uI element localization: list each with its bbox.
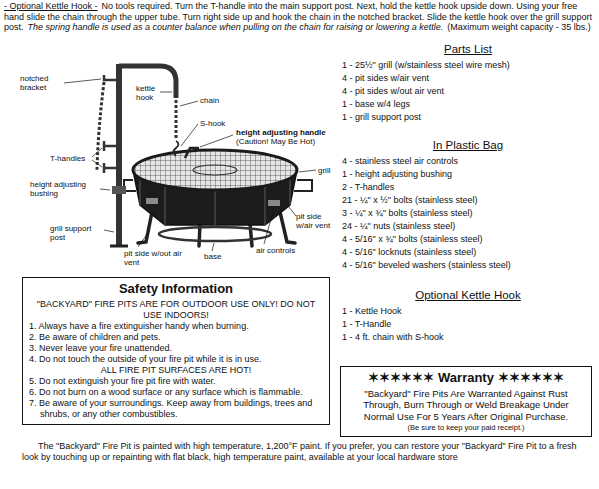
side-handle [294, 180, 312, 191]
part-label: air controls [256, 246, 295, 255]
leader-line [104, 230, 114, 232]
warranty-text: "Backyard" Fire Pits Are Warranted Again… [347, 388, 585, 423]
list-item: 1 - Kettle Hook [340, 305, 596, 318]
panel-seam [140, 180, 141, 205]
part-label: base [204, 252, 221, 261]
safety-item: 3. Never leave your fire unattended. [29, 343, 323, 354]
height-adjusting-handle [185, 148, 199, 158]
s-hook [174, 141, 179, 156]
list-item: 4 - pit sides w/air vent [340, 72, 596, 85]
part-label: grill support post [50, 224, 104, 242]
leader-line [100, 189, 110, 190]
part-label: grill [318, 166, 330, 175]
part-label: kettle hook [136, 84, 166, 102]
list-item: 1 - height adjusting bushing [340, 168, 596, 181]
pit-leg [138, 212, 152, 243]
leader-line [92, 160, 102, 167]
safety-item: 5. Do not extinguish your fire pit fire … [29, 376, 323, 387]
list-item: 1 - 4 ft. chain with S-hook [340, 331, 596, 344]
leader-line [138, 230, 150, 247]
part-label: (Caution! May Be Hot) [236, 137, 315, 146]
leader-line [92, 148, 102, 157]
list-heading: Optional Kettle Hook [340, 288, 596, 303]
t-handle [104, 163, 116, 173]
panel-seam [215, 190, 216, 225]
box-title: Safety Information [29, 281, 323, 297]
safety-item: 1. Always have a fire extinguisher handy… [29, 321, 323, 332]
paint-note: The "Backyard" Fire Pit is painted with … [22, 441, 592, 463]
pit-leg [250, 224, 252, 246]
leader-line [180, 101, 198, 106]
receipt-note: (Be sure to keep your paid receipt.) [347, 423, 585, 432]
safety-item: 6. Do not burn on a wood surface or any … [29, 387, 323, 398]
info-box: Safety Information "BACKYARD" FIRE PITS A… [22, 277, 330, 425]
leader-line [181, 124, 198, 146]
list-item: 3 - ¼" x ¾" bolts (stainless steel) [340, 207, 596, 220]
list-item: 1 - base w/4 legs [340, 98, 596, 111]
part-label: notched bracket [20, 74, 64, 92]
part-label: S-hook [200, 119, 225, 128]
list-item: 4 - 5/16" x ¾" bolts (stainless steel) [340, 233, 596, 246]
list-item: 24 - ¼" nuts (stainless steel) [340, 220, 596, 233]
warning-text: "BACKYARD" FIRE PITS ARE FOR OUTDOOR USE… [29, 299, 323, 321]
leader-line [212, 243, 214, 251]
list-item: 4 - 5/16" locknuts (stainless steel) [340, 246, 596, 259]
instruction-note: The spring handle is used as a counter b… [28, 22, 444, 32]
height-adjusting-bushing [112, 186, 126, 194]
chain [175, 100, 178, 140]
list-item: 1 - grill support post [340, 111, 596, 124]
t-handle [104, 141, 116, 151]
panel-seam [265, 186, 266, 225]
list-heading: In Plastic Bag [340, 138, 596, 153]
leader-line [289, 207, 296, 216]
chain [97, 82, 104, 170]
box-title: ✶✶✶✶✶✶ Warranty ✶✶✶✶✶✶ [347, 370, 585, 386]
list-item: 4 - pit sides w/out air vent [340, 85, 596, 98]
list-item: 4 - 5/16" beveled washers (stainless ste… [340, 259, 596, 272]
leader-line [64, 79, 101, 83]
pit-leg [280, 212, 295, 243]
panel-seam [290, 180, 291, 205]
notched-bracket [104, 75, 116, 80]
list-item: 1 - 25½" grill (w/stainless steel wire m… [340, 59, 596, 72]
leader-line [200, 135, 233, 147]
part-label: pit side w/out air vent [124, 249, 184, 267]
info-box: ✶✶✶✶✶✶ Warranty ✶✶✶✶✶✶ "Backyard" Fire Pi… [340, 366, 592, 437]
air-control [268, 200, 280, 206]
leader-line [299, 170, 316, 172]
part-label: chain [200, 96, 219, 105]
part-label: height adjusting bushing [30, 180, 98, 198]
part-label: pit side w/air vent [296, 212, 338, 230]
list-item: 1 - T-Handle [340, 318, 596, 331]
grill-support-post [116, 64, 122, 246]
grill [133, 150, 297, 190]
weight-note: (Maximum weight capacity - 35 lbs.) [447, 22, 591, 32]
safety-item: 7. Be aware of your surroundings. Keep a… [29, 398, 323, 420]
warning-text: ALL FIRE PIT SURFACES ARE HOT! [29, 365, 323, 376]
list-item: 4 - stainless steel air controls [340, 155, 596, 168]
safety-item: 4. Do not touch the outside of your fire… [29, 354, 323, 365]
air-control [146, 198, 158, 204]
base-ring [159, 227, 271, 241]
post-foot [110, 245, 128, 248]
section-heading: - Optional Kettle Hook - [4, 1, 98, 11]
list-heading: Parts List [340, 42, 596, 57]
instruction-paragraph: - Optional Kettle Hook -No tools require… [4, 1, 595, 33]
part-label: T-handles [50, 154, 85, 163]
part-label: height adjusting handle [236, 128, 326, 137]
grill-ring [193, 165, 237, 175]
leader-line [264, 208, 274, 244]
safety-item: 2. Be aware of children and pets. [29, 332, 323, 343]
panel-seam [165, 186, 166, 225]
leader-line [160, 92, 172, 93]
parts-list: Parts List 1 - 25½" grill (w/stainless st… [340, 42, 596, 344]
list-item: 2 - T-handles [340, 181, 596, 194]
list-item: 21 - ¼" x ½" bolts (stainless steel) [340, 194, 596, 207]
